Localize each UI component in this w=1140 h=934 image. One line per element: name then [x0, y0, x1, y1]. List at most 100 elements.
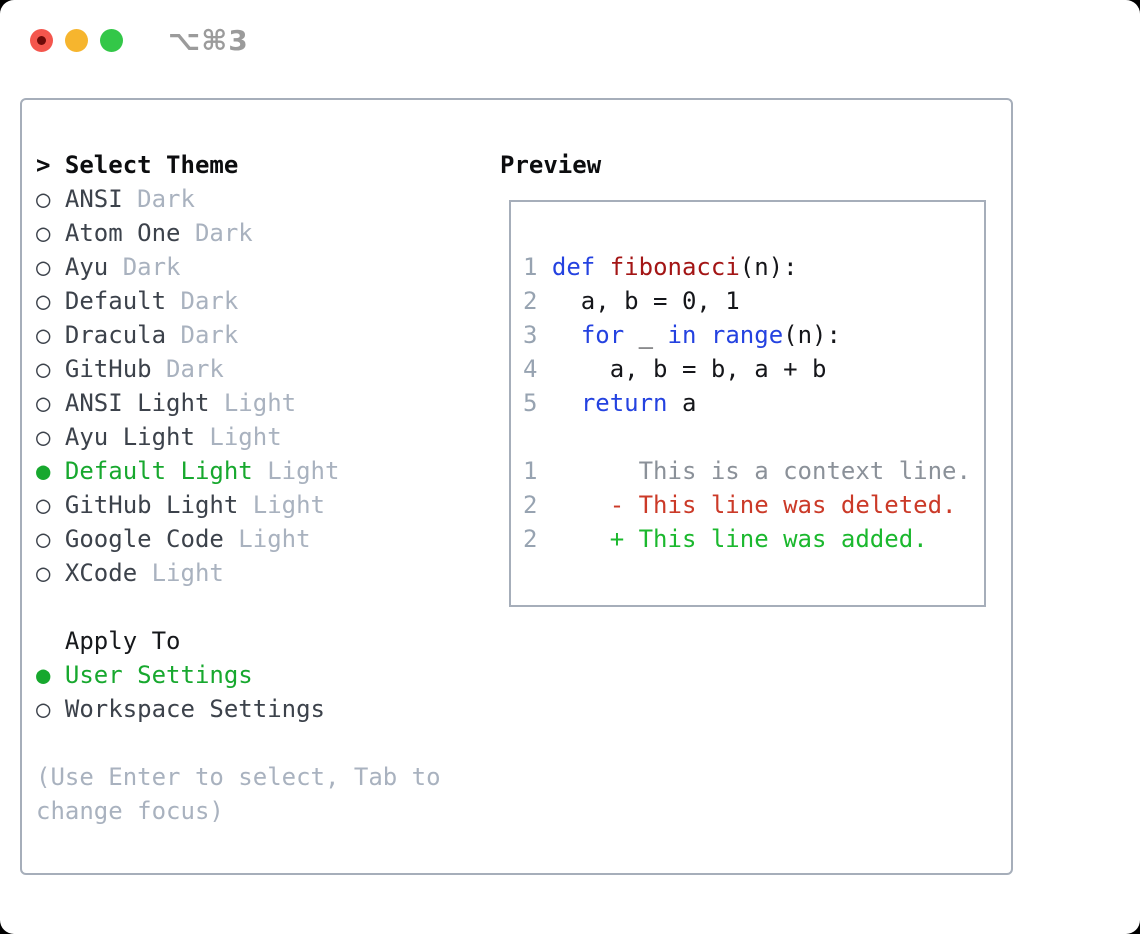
theme-option[interactable]: ○ GitHub Dark	[36, 352, 441, 386]
prompt-caret: >	[36, 151, 51, 179]
variant-badge: Dark	[122, 185, 195, 213]
code-token: This is a context line.	[551, 457, 971, 485]
line-number: 5	[523, 389, 552, 417]
code-line: 5 return a	[523, 386, 984, 420]
option-label: Google Code	[50, 525, 224, 553]
theme-option[interactable]: ○ Ayu Light Light	[36, 420, 441, 454]
theme-option[interactable]: ○ Google Code Light	[36, 522, 441, 556]
apply-option-selected[interactable]: ● User Settings	[36, 658, 441, 692]
variant-badge: Dark	[166, 321, 239, 349]
line-number: 4	[523, 355, 552, 383]
code-line: 2 + This line was added.	[523, 522, 984, 556]
hint-line-1: (Use Enter to select, Tab to	[36, 763, 441, 791]
theme-option[interactable]: ○ Dracula Dark	[36, 318, 441, 352]
code-line: 1 def fibonacci(n):	[523, 250, 984, 284]
spacer	[36, 726, 441, 760]
code-token	[696, 321, 710, 349]
code-line: 1 This is a context line.	[523, 454, 984, 488]
hint-line-2: change focus)	[36, 797, 224, 825]
option-label: Workspace Settings	[50, 695, 325, 723]
radio-unselected-icon: ○	[36, 695, 51, 723]
radio-unselected-icon: ○	[36, 559, 51, 587]
left-column: > Select Theme ○ ANSI Dark○ Atom One Dar…	[36, 148, 441, 828]
option-label: Default Light	[50, 457, 253, 485]
code-token: fibonacci	[609, 253, 740, 281]
variant-badge: Dark	[166, 287, 239, 315]
code-token: in	[667, 321, 697, 349]
code-token: return	[580, 389, 668, 417]
theme-option[interactable]: ○ Ayu Dark	[36, 250, 441, 284]
variant-badge: Light	[194, 423, 282, 451]
minimize-button[interactable]	[65, 29, 88, 52]
variant-badge: Light	[137, 559, 224, 587]
variant-badge: Light	[238, 491, 325, 519]
radio-selected-icon: ●	[36, 661, 51, 689]
theme-option-selected[interactable]: ● Default Light Light	[36, 454, 441, 488]
code-token: a, b = 0, 1	[551, 287, 740, 315]
theme-option[interactable]: ○ ANSI Light Light	[36, 386, 441, 420]
option-label: ANSI Light	[50, 389, 210, 417]
code-token: _	[624, 321, 668, 349]
code-line: 2 - This line was deleted.	[523, 488, 984, 522]
line-number: 1	[523, 253, 552, 281]
option-label: Ayu	[50, 253, 109, 281]
line-number: 2	[523, 287, 552, 315]
radio-unselected-icon: ○	[36, 287, 51, 315]
radio-unselected-icon: ○	[36, 253, 51, 281]
variant-badge: Dark	[108, 253, 181, 281]
line-number: 2	[523, 491, 552, 519]
line-number: 1	[523, 457, 552, 485]
code-token: (n):	[783, 321, 841, 349]
spacer	[36, 590, 441, 624]
radio-unselected-icon: ○	[36, 355, 51, 383]
select-theme-title: Select Theme	[64, 151, 239, 179]
radio-unselected-icon: ○	[36, 525, 51, 553]
close-button[interactable]	[30, 29, 53, 52]
code-token	[552, 491, 610, 519]
code-token	[552, 525, 610, 553]
variant-badge: Light	[209, 389, 297, 417]
theme-option[interactable]: ○ Atom One Dark	[36, 216, 441, 250]
preview-header: Preview	[500, 151, 602, 179]
radio-unselected-icon: ○	[36, 491, 51, 519]
code-line: 4 a, b = b, a + b	[523, 352, 984, 386]
code-token: range	[710, 321, 784, 349]
option-label: ANSI	[50, 185, 123, 213]
code-token: a, b = b, a + b	[551, 355, 827, 383]
code-token	[595, 253, 609, 281]
titlebar: ⌥⌘3	[0, 0, 1140, 80]
radio-unselected-icon: ○	[36, 423, 51, 451]
code-token: + This line was added.	[609, 525, 928, 553]
theme-option[interactable]: ○ ANSI Dark	[36, 182, 441, 216]
theme-picker-panel: > Select Theme ○ ANSI Dark○ Atom One Dar…	[20, 98, 1013, 875]
option-label: User Settings	[50, 661, 253, 689]
theme-option[interactable]: ○ Default Dark	[36, 284, 441, 318]
apply-to-header: Apply To	[64, 627, 181, 655]
theme-option[interactable]: ○ GitHub Light Light	[36, 488, 441, 522]
apply-option-list: ● User Settings○ Workspace Settings	[36, 658, 441, 726]
line-number: 3	[523, 321, 552, 349]
code-token: def	[551, 253, 596, 281]
apply-option[interactable]: ○ Workspace Settings	[36, 692, 441, 726]
option-label: Default	[50, 287, 167, 315]
zoom-button[interactable]	[100, 29, 123, 52]
variant-badge: Dark	[180, 219, 253, 247]
window-title: ⌥⌘3	[168, 24, 249, 57]
code-token: - This line was deleted.	[609, 491, 957, 519]
code-line: 2 a, b = 0, 1	[523, 284, 984, 318]
code-line: 3 for _ in range(n):	[523, 318, 984, 352]
theme-option[interactable]: ○ XCode Light	[36, 556, 441, 590]
variant-badge: Light	[252, 457, 340, 485]
option-label: XCode	[50, 559, 138, 587]
radio-unselected-icon: ○	[36, 185, 51, 213]
option-label: GitHub	[50, 355, 152, 383]
theme-option-list: ○ ANSI Dark○ Atom One Dark○ Ayu Dark○ De…	[36, 182, 441, 590]
radio-unselected-icon: ○	[36, 219, 51, 247]
select-theme-header: > Select Theme	[36, 148, 441, 182]
option-label: Dracula	[50, 321, 167, 349]
code-token: (n):	[739, 253, 798, 281]
radio-selected-icon: ●	[36, 457, 51, 485]
